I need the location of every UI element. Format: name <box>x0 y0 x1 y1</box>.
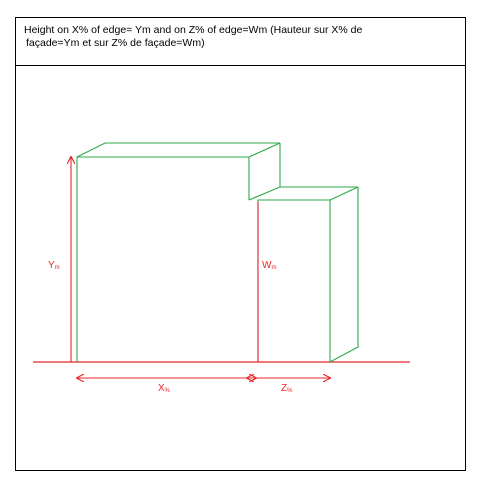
diagram-caption: Height on X% of edge= Ym and on Z% of ed… <box>16 18 465 66</box>
tall-block-roof <box>76 142 281 158</box>
diagram-frame: Height on X% of edge= Ym and on Z% of ed… <box>15 17 466 471</box>
ym-label-main: Y <box>48 260 55 271</box>
x-label-main: X <box>158 383 165 394</box>
low-block-side <box>329 187 359 363</box>
x-label: X% <box>158 383 171 394</box>
ym-label-sub: m <box>55 265 60 271</box>
x-label-sub: % <box>165 388 171 394</box>
z-label: Z% <box>281 383 293 394</box>
low-block-roof <box>248 186 359 201</box>
z-label-main: Z <box>281 383 287 394</box>
low-block <box>248 186 359 363</box>
wm-label-sub: m <box>271 265 276 271</box>
wm-label-main: W <box>262 260 272 271</box>
z-label-sub: % <box>287 388 293 394</box>
wm-label: Wm <box>262 260 276 271</box>
tall-block <box>76 142 281 362</box>
caption-line-2: façade=Ym et sur Z% de façade=Wm) <box>26 37 205 49</box>
low-block-front <box>257 199 331 362</box>
tall-block-front <box>76 156 250 362</box>
caption-line-1: Height on X% of edge= Ym and on Z% of ed… <box>24 24 363 36</box>
ym-label: Ym <box>48 260 60 271</box>
